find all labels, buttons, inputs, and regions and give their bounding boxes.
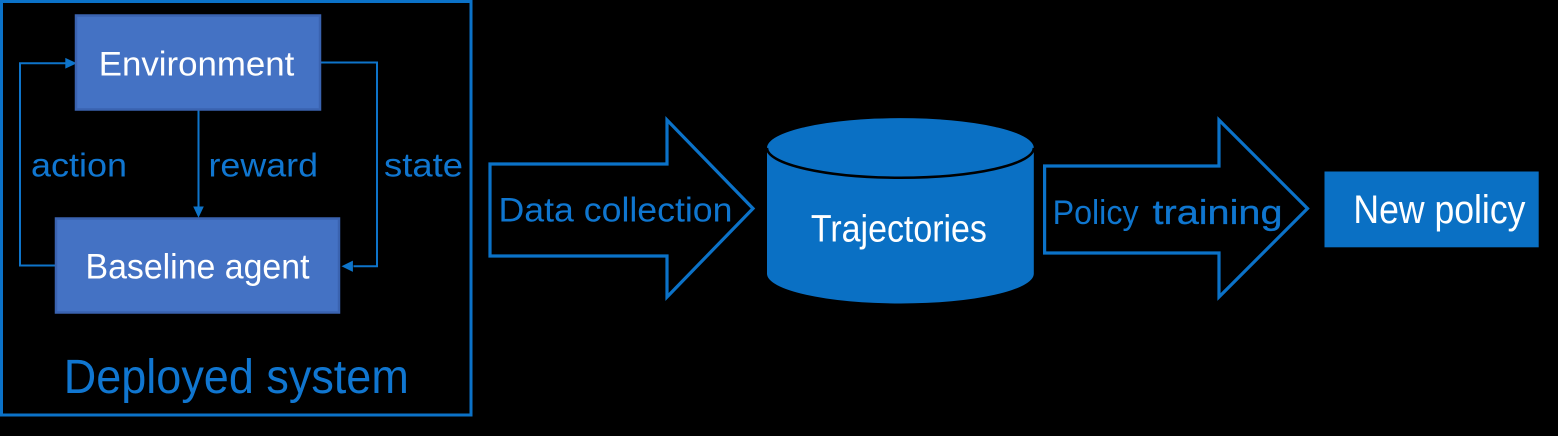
svg-text:New policy: New policy [1353, 188, 1525, 232]
svg-text:state: state [384, 147, 463, 184]
svg-text:training: training [1153, 194, 1283, 232]
svg-text:Baseline agent: Baseline agent [86, 248, 310, 287]
svg-text:Deployed system: Deployed system [64, 350, 409, 404]
svg-text:Trajectories: Trajectories [811, 209, 987, 251]
svg-text:reward: reward [209, 147, 319, 184]
svg-text:action: action [31, 147, 127, 184]
svg-text:Data collection: Data collection [499, 192, 733, 230]
svg-text:Environment: Environment [99, 45, 295, 83]
svg-text:Policy: Policy [1053, 194, 1140, 232]
